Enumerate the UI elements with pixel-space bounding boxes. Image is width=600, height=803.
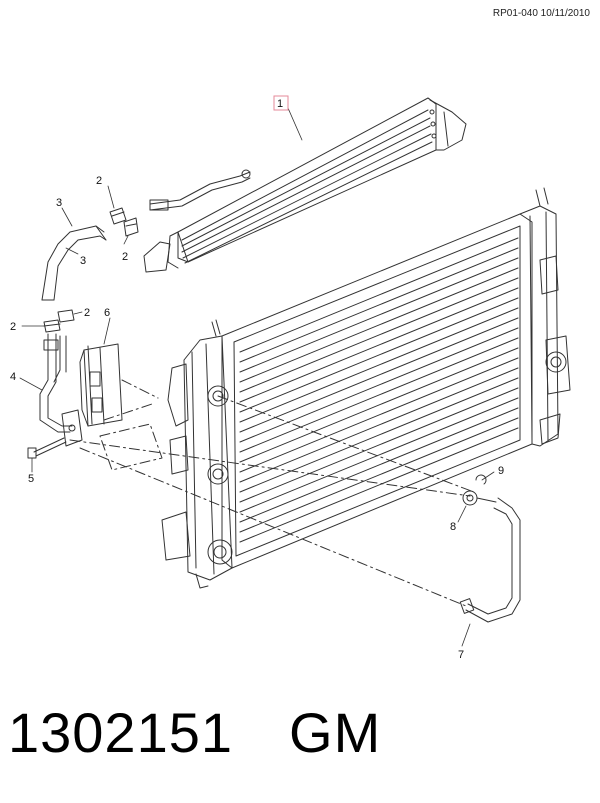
- retaining-clip: [475, 474, 487, 485]
- part-number-banner: 1302151 GM: [8, 700, 381, 765]
- oil-cooler: [143, 97, 467, 273]
- part-number: 1302151: [8, 701, 234, 764]
- hose-clamps: [43, 207, 139, 333]
- callout-3-top: 3: [56, 197, 62, 209]
- callout-2-right: 2: [84, 307, 90, 319]
- callout-9: 9: [498, 465, 504, 477]
- callout-4: 4: [10, 371, 16, 383]
- cooler-bracket: [79, 343, 123, 427]
- line-fitting: [462, 490, 497, 506]
- return-line: [459, 497, 521, 623]
- callout-3-bottom: 3: [80, 255, 86, 267]
- callout-1-highlight-box: [273, 95, 289, 111]
- brand-label: GM: [289, 701, 382, 764]
- callout-2-mid: 2: [122, 251, 128, 263]
- diagram-reference-code: RP01-040 10/11/2010: [492, 8, 590, 19]
- exploded-parts-diagram: 1 2 2 2 2 3 3 4 5 6 7 8 9: [10, 95, 571, 661]
- cooler-hose: [41, 225, 107, 301]
- leader-lines: [19, 107, 495, 647]
- cooler-pipe: [39, 333, 83, 447]
- mounting-bolt: [27, 437, 67, 459]
- callout-1: 1: [277, 98, 283, 110]
- callout-8: 8: [450, 521, 456, 533]
- callout-2-top: 2: [96, 175, 102, 187]
- callout-7: 7: [458, 649, 464, 661]
- callout-5: 5: [28, 473, 34, 485]
- callout-2-left: 2: [10, 321, 16, 333]
- alignment-lines: [69, 379, 475, 607]
- callout-6: 6: [104, 307, 110, 319]
- radiator: [161, 187, 571, 589]
